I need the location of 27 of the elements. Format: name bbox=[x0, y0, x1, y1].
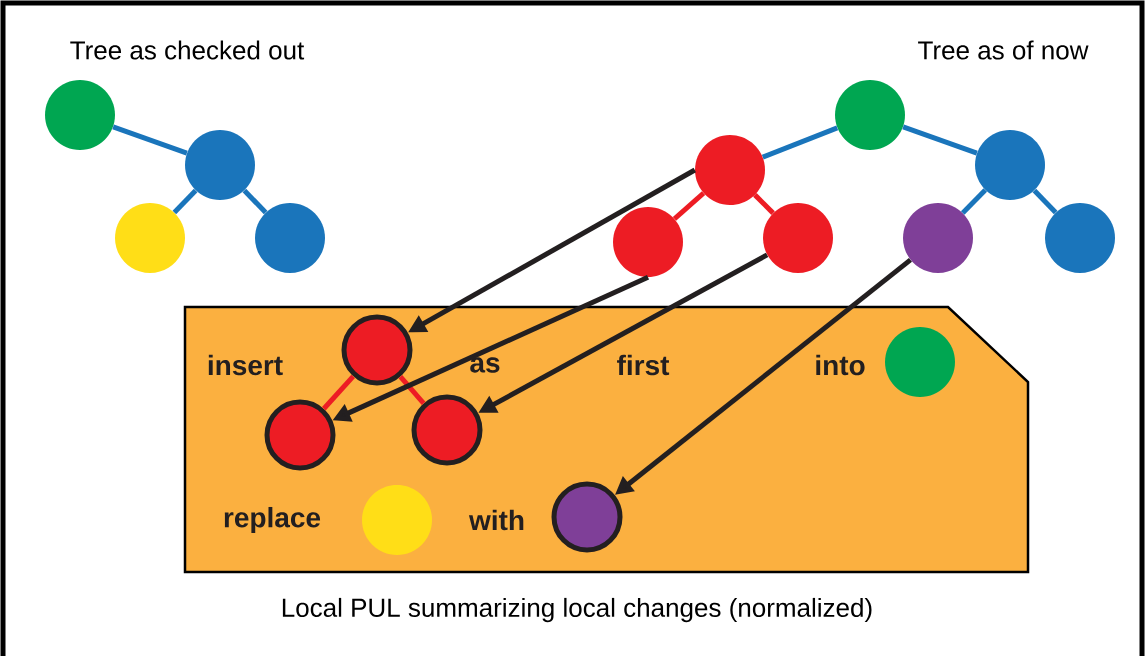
tree-node-circle bbox=[185, 130, 255, 200]
tree-node-circle bbox=[45, 80, 115, 150]
tree-node-circle bbox=[975, 130, 1045, 200]
tree-edge bbox=[242, 188, 268, 215]
tree-edge bbox=[753, 193, 775, 215]
tree-node-circle bbox=[613, 207, 683, 277]
tree-heading: Tree as checked out bbox=[70, 40, 305, 60]
tree-edge bbox=[672, 191, 706, 221]
tree-node-circle bbox=[885, 327, 955, 397]
tree-node-circle bbox=[763, 203, 833, 273]
tree-node-circle bbox=[903, 203, 973, 273]
tree-node-circle bbox=[835, 80, 905, 150]
tree-edge bbox=[1032, 188, 1058, 215]
tree-edge bbox=[172, 188, 198, 215]
tree-edge bbox=[322, 374, 356, 411]
tree-heading: Tree as of now bbox=[918, 40, 1089, 60]
tree-node-circle bbox=[1045, 203, 1115, 273]
tree-node-circle bbox=[695, 135, 765, 205]
caption: Local PUL summarizing local changes (normalized) bbox=[282, 597, 872, 623]
tree-edge bbox=[960, 188, 988, 215]
tree-edge bbox=[398, 375, 426, 405]
tree-node-circle bbox=[255, 203, 325, 273]
tree-edge bbox=[761, 125, 839, 160]
tree-edge bbox=[112, 124, 188, 156]
tree-node-circle bbox=[362, 485, 432, 555]
tree-edge bbox=[902, 124, 978, 156]
tree-node-circle bbox=[115, 203, 185, 273]
